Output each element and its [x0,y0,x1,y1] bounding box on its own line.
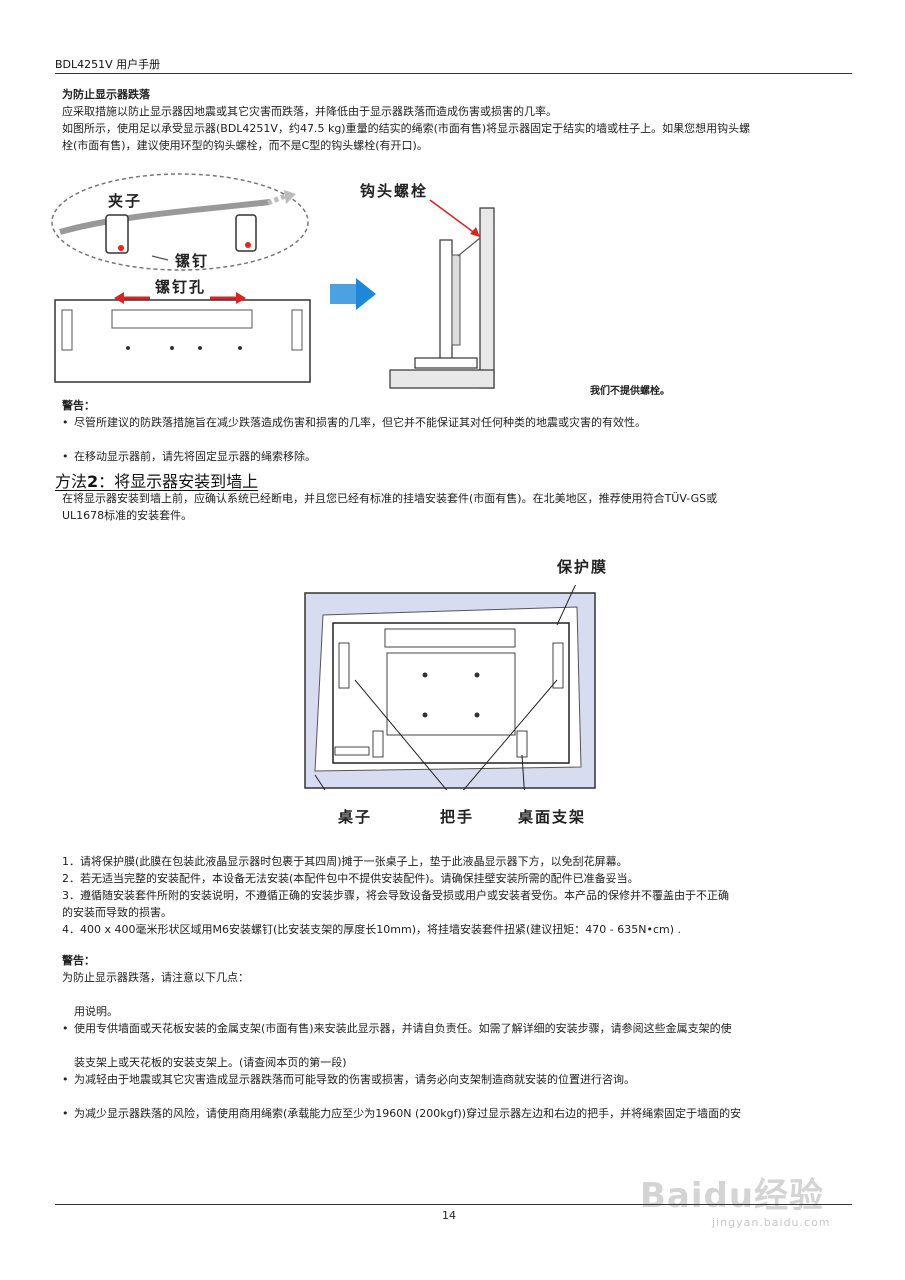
method2-heading: 方法2：将显示器安装到墙上 [55,468,258,492]
warning2-item-2: 为减轻由于地震或其它灾害造成显示器跌落而可能导致的伤害或损害，请务必向支架制造商… [62,1071,905,1088]
page-number: 14 [442,1209,456,1222]
handle-label: 把手 [440,808,475,826]
protective-film-label: 保护膜 [557,558,609,576]
desk-stand-label: 桌面支架 [518,808,587,826]
stand-right [516,730,528,758]
screw-hole [170,346,174,350]
section1-line-1: 应采取措施以防止显示器因地震或其它灾害而跌落，并降低由于显示器跌落而造成伤害或损… [62,105,557,118]
rope-arrow [267,193,286,206]
vesa-area [386,652,516,736]
hole-arrow-left-head [114,292,124,304]
method2-title-prefix: 方法 [55,472,88,491]
clip-label: 夹子 [108,192,143,210]
vesa-hole [422,672,428,678]
warning1-item-1: 尽管所建议的防跌落措施旨在减少跌落造成伤害和损害的几率，但它并不能保证其对任何种… [62,414,905,431]
warning2-item-3: 为减少显示器跌落的风险，请使用商用绳索(承载能力应至少为1960N (200kg… [62,1105,905,1122]
warning2-intro: 为防止显示器跌落，请注意以下几点： [62,971,249,984]
transition-arrow-body [330,284,358,304]
desk-leader [314,774,326,790]
wall [479,207,495,389]
warning2-item-1: 使用专供墙面或天花板安装的金属支架(市面有售)来安装此显示器，并请自负责任。如需… [62,1020,905,1037]
handle-leader-left [354,679,448,790]
handle-right [291,309,303,351]
handle-left [338,642,350,689]
vesa-hole [474,712,480,718]
screw-hole [238,346,242,350]
rope-arrow-head [284,190,296,204]
header-rule [55,73,852,74]
footer-rule [55,1204,852,1205]
screw-hole-label: 镙钉孔 [155,278,207,296]
warning2-title: 警告： [62,954,95,967]
wall-mount-figure [304,585,596,790]
screw-label: 镙钉 [175,252,210,270]
screw-pointer [151,255,169,261]
screw-left [118,245,124,251]
document-header: BDL4251V 用户手册 [55,58,161,71]
warning2-item-3-cont: 装支架上或天花板的安装支架上。(请查阅本页的第一段) [74,1056,347,1069]
desk-label: 桌子 [338,808,373,826]
step-1: 1．请将保护膜(此膜在包装此液晶显示器时包裹于其四周)摊于一张桌子上，垫于此液晶… [62,855,628,868]
warning1-title: 警告： [62,399,95,412]
stand-leader [521,754,525,790]
floor [389,369,495,389]
step-3-cont: 的安装而导致的损害。 [62,906,172,919]
vesa-hole [474,672,480,678]
fixing-rope [457,237,481,257]
monitor-side-back [451,254,461,346]
step-4: 4．400 x 400毫米形状区域用M6安装螺钉(比安装支架的厚度长10mm)，… [62,923,681,936]
rope-line [59,199,271,235]
section1-line-3: 栓(市面有售)，建议使用环型的钩头螺栓，而不是C型的钩头螺栓(有开口)。 [62,139,428,152]
connector-panel [334,746,370,756]
hook-bolt-label: 钩头螺栓 [360,182,429,200]
screw-right [245,242,251,248]
hook-pointer-head [470,227,480,237]
stand-left [372,730,384,758]
top-rail [384,628,516,648]
section1-line-2: 如图所示，使用足以承受显示器(BDL4251V，约47.5 kg)重量的结实的绳… [62,122,751,135]
method2-intro-2: UL1678标准的安装套件。 [62,509,193,522]
warning1-item-2: 在移动显示器前，请先将固定显示器的绳索移除。 [62,448,905,465]
vesa-hole [422,712,428,718]
monitor-side-view [439,239,453,361]
screw-hole [126,346,130,350]
no-bolt-note: 我们不提供螺栓。 [590,386,670,397]
transition-arrow-head [356,278,376,310]
section-heading-anti-fall: 为防止显示器跌落 [62,88,150,101]
step-3: 3．遵循随安装套件所附的安装说明，不遵循正确的安装步骤，将会导致设备受损或用户或… [62,889,729,902]
watermark-url: jingyan.baidu.com [712,1216,831,1229]
method2-title-num: 2 [87,472,99,491]
warning2-item-1-cont: 用说明。 [74,1005,118,1018]
monitor-stand [414,357,478,369]
handle-left [61,309,73,351]
clip-left [105,214,129,254]
clip-right [235,214,257,252]
step-2: 2．若无适当完整的安装配件，本设备无法安装(本配件包中不提供安装配件)。请确保挂… [62,872,639,885]
watermark-brand: Baidu经验 [640,1176,825,1216]
film-leader [556,585,576,626]
screw-hole [198,346,202,350]
hook-pointer [429,199,477,235]
handle-leader-right [462,679,558,790]
method2-intro-1: 在将显示器安装到墙上前，应确认系统已经断电，并且您已经有标准的挂墙安装套件(市面… [62,492,718,505]
method2-title-rest: ：将显示器安装到墙上 [98,472,259,491]
handle-right [552,642,564,689]
mount-rail [111,309,253,329]
hole-arrow-right-head [236,292,246,304]
anti-fall-figure [51,173,495,389]
